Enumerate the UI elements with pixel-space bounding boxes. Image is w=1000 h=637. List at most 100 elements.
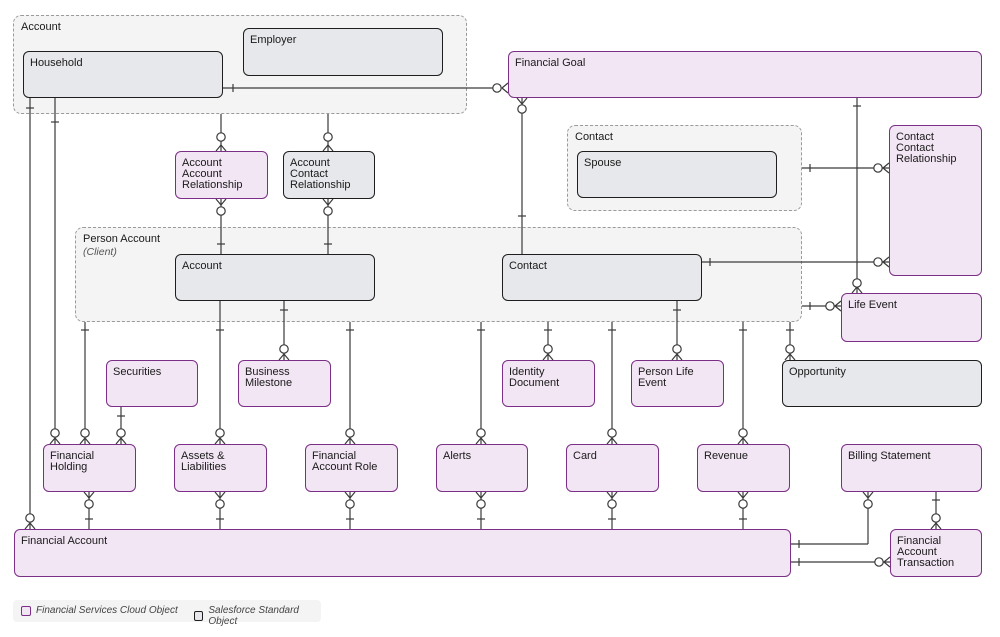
relationship-line [344,491,351,499]
relationship-line [327,198,334,206]
relationship-line [737,437,744,445]
zero-marker [116,428,126,438]
zero-marker [215,428,225,438]
object-financial-account[interactable]: Financial Account [14,529,791,577]
relationship-line [475,437,482,445]
relationship-line [737,491,744,499]
object-financial-account-transaction[interactable]: Financial Account Transaction [890,529,982,577]
object-account-account-relationship[interactable]: Account Account Relationship [175,151,268,199]
relationship-line [278,353,285,361]
object-spouse[interactable]: Spouse [577,151,777,198]
legend-std-label: Salesforce Standard Object [208,605,299,627]
relationship-line [676,353,683,361]
relationship-line [24,522,31,530]
relationship-line [480,491,487,499]
object-financial-goal[interactable]: Financial Goal [508,51,982,98]
relationship-line [475,491,482,499]
zero-marker [25,513,35,523]
zero-marker [825,301,835,311]
object-life-event[interactable]: Life Event [841,293,982,342]
zero-marker [874,557,884,567]
relationship-line [215,144,222,152]
object-alerts[interactable]: Alerts [436,444,528,492]
zero-marker [345,428,355,438]
relationship-line [49,437,56,445]
zero-marker [738,499,748,509]
zero-marker [873,257,883,267]
relationship-line [606,437,613,445]
legend-fsc-label: Financial Services Cloud Object [36,605,178,616]
object-household[interactable]: Household [23,51,223,98]
zero-marker [517,104,527,114]
object-account-contact-relationship[interactable]: Account Contact Relationship [283,151,375,199]
zero-marker [80,428,90,438]
account-group-title: Account [21,21,61,33]
legend: Financial Services Cloud Object Salesfor… [13,600,321,627]
relationship-line [867,491,874,499]
object-contact-contact-relationship[interactable]: Contact Contact Relationship [889,125,982,276]
relationship-line [349,437,356,445]
zero-marker [476,499,486,509]
relationship-line [344,437,351,445]
object-card[interactable]: Card [566,444,659,492]
relationship-line [611,491,618,499]
object-identity-document[interactable]: Identity Document [502,360,595,407]
relationship-line [834,300,842,307]
relationship-line [851,286,858,294]
relationship-line [930,522,937,530]
zero-marker [931,513,941,523]
relationship-line [611,437,618,445]
relationship-line [322,198,329,206]
relationship-line [882,261,890,268]
object-securities[interactable]: Securities [106,360,198,407]
contact-group-title: Contact [575,131,613,143]
object-employer[interactable]: Employer [243,28,443,76]
relationship-line [882,256,890,263]
object-person-life-event[interactable]: Person Life Event [631,360,724,407]
relationship-line [671,353,678,361]
zero-marker [863,499,873,509]
zero-marker [323,206,333,216]
relationship-line [862,491,869,499]
object-billing-statement[interactable]: Billing Statement [841,444,982,492]
zero-marker [216,132,226,142]
zero-marker [785,344,795,354]
person-account-group-title: Person Account [83,233,161,245]
relationship-line [29,522,36,530]
std-swatch-icon [194,611,204,621]
object-revenue[interactable]: Revenue [697,444,790,492]
relationship-line [834,305,842,312]
object-opportunity[interactable]: Opportunity [782,360,982,407]
zero-marker [607,499,617,509]
fsc-swatch-icon [21,605,31,616]
relationship-line [283,353,290,361]
relationship-line [521,97,528,105]
relationship-line [79,437,86,445]
relationship-line [327,144,334,152]
object-financial-account-role[interactable]: Financial Account Role [305,444,398,492]
relationship-line [606,491,613,499]
object-contact[interactable]: Contact [502,254,702,301]
relationship-line [322,144,329,152]
relationship-line [54,437,61,445]
zero-marker [492,83,502,93]
relationship-line [784,353,791,361]
zero-marker [323,132,333,142]
relationship-line [214,437,221,445]
relationship-line [856,286,863,294]
relationship-line [214,491,221,499]
relationship-line [220,198,227,206]
relationship-line [501,82,509,89]
object-account[interactable]: Account [175,254,375,301]
relationship-line [219,491,226,499]
object-assets-liabilities[interactable]: Assets & Liabilities [174,444,267,492]
person-account-group-subtitle: (Client) [83,246,117,258]
zero-marker [345,499,355,509]
relationship-line [882,162,890,169]
relationship-line [349,491,356,499]
object-financial-holding[interactable]: Financial Holding [43,444,136,492]
relationship-line [83,491,90,499]
object-business-milestone[interactable]: Business Milestone [238,360,331,407]
